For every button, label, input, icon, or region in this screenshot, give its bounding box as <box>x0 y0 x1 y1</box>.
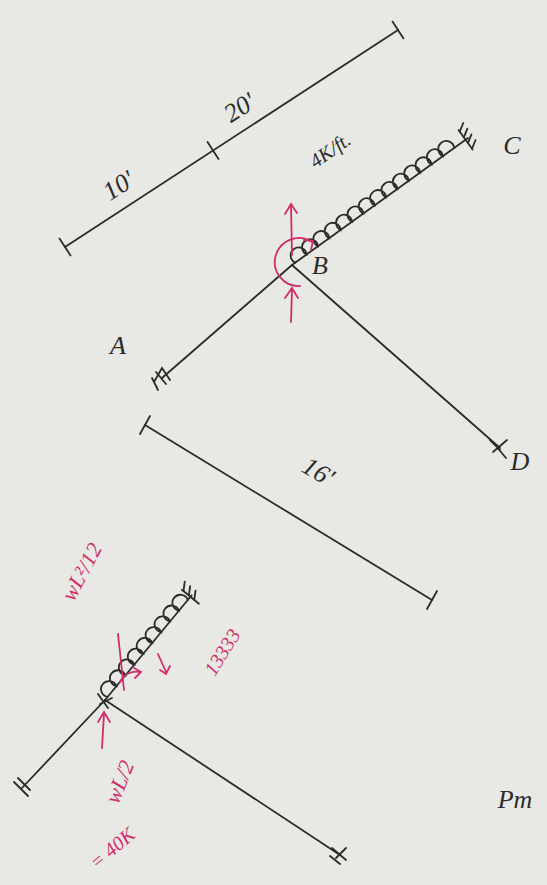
joint-letter: C <box>503 133 520 159</box>
dimension-text: 16' <box>298 453 338 492</box>
moment-value: 13333 <box>200 625 243 678</box>
joint-letter: A <box>110 333 126 359</box>
load-label: 4K/ft. <box>306 129 354 171</box>
dimension-text: 10' <box>99 167 140 206</box>
reaction-formula: wL/2 <box>102 757 139 806</box>
reaction-value: = 40K <box>86 824 139 873</box>
dimension-text: 20' <box>220 89 261 128</box>
joint-letter: D <box>511 449 530 475</box>
moment-formula: wL²/12 <box>58 540 106 605</box>
joint-letter: B <box>312 253 328 279</box>
note-text: Pm <box>498 787 533 813</box>
